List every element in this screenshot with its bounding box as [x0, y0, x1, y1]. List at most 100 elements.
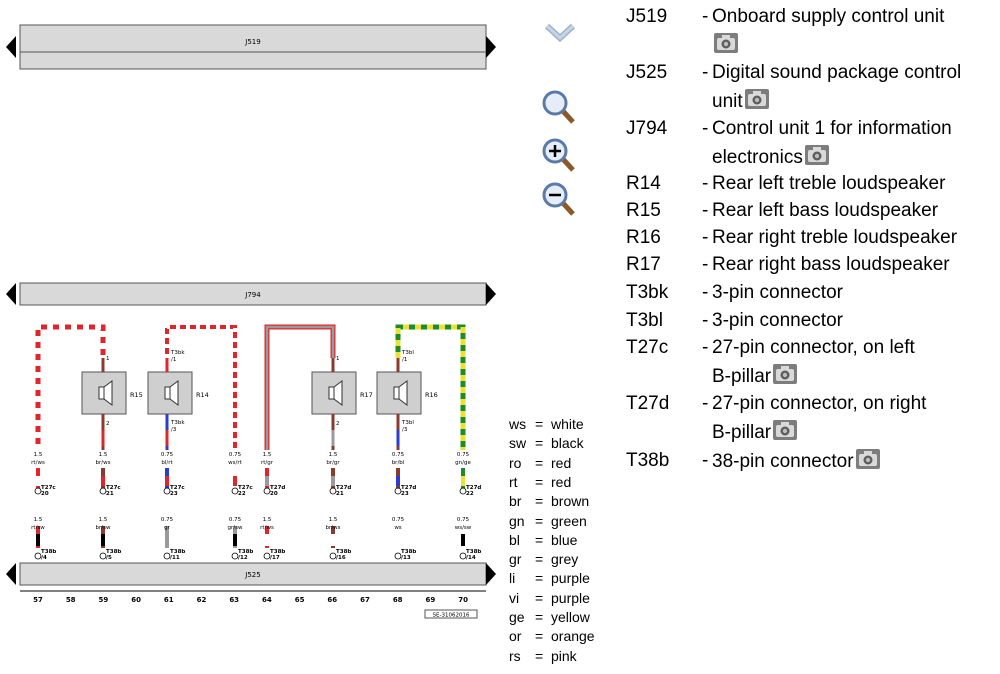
equals-sign: =: [535, 570, 544, 587]
scale-number: 60: [131, 596, 141, 604]
wire-color: rt/ws: [260, 525, 274, 531]
svg-text:/1: /1: [171, 357, 176, 363]
color-key-row: ge=yellow: [509, 608, 590, 627]
scroll-right-arrow[interactable]: [486, 283, 496, 305]
connector-label: T38b: [238, 549, 253, 555]
scale-number: 57: [33, 596, 43, 604]
color-key-row: rt=red: [509, 473, 571, 492]
scale-number: 62: [197, 596, 207, 604]
wire-color: rt/ws: [31, 460, 45, 466]
connector-label: T38b: [170, 549, 185, 555]
color-key-row: or=orange: [509, 627, 595, 646]
color-name: black: [551, 435, 584, 452]
color-name: green: [551, 512, 587, 529]
camera-icon[interactable]: [855, 448, 881, 470]
component-description: Rear right bass loudspeaker: [712, 254, 950, 275]
color-key-row: ws=white: [509, 415, 584, 434]
component-description: Rear right treble loudspeaker: [712, 227, 958, 248]
camera-icon[interactable]: [713, 32, 739, 54]
wire-size: 1.5: [263, 517, 272, 523]
color-name: yellow: [551, 609, 590, 625]
magnifier-icon[interactable]: [540, 88, 580, 128]
wire-size: 0.75: [229, 452, 242, 458]
component-description: Rear left treble loudspeaker: [712, 173, 946, 194]
color-abbr: gn: [509, 512, 525, 529]
color-abbr: rt: [509, 473, 518, 490]
speaker-label: R16: [425, 391, 438, 399]
scroll-right-arrow[interactable]: [486, 36, 496, 58]
legend-dash: -: [702, 62, 709, 83]
color-name: brown: [551, 493, 590, 510]
connector-label: T38b: [106, 549, 121, 555]
connector-pin: [163, 487, 171, 495]
wire-color: ws/sw: [455, 525, 472, 531]
scroll-left-arrow[interactable]: [6, 283, 16, 305]
svg-text:1: 1: [106, 356, 110, 362]
component-code: R15: [626, 200, 661, 221]
component-description-cont: B-pillar: [712, 419, 798, 446]
equals-sign: =: [535, 454, 544, 471]
connector-pin: [231, 487, 239, 495]
color-key-row: br=brown: [509, 492, 589, 511]
connector-label: T27d: [336, 485, 351, 491]
equals-sign: =: [535, 628, 544, 645]
camera-icon[interactable]: [744, 88, 770, 110]
scale-number: 64: [262, 596, 272, 604]
connector-pin-number: 20: [41, 491, 49, 497]
camera-icon[interactable]: [772, 419, 798, 441]
component-description: 3-pin connector: [712, 282, 843, 303]
scroll-right-arrow[interactable]: [486, 563, 496, 585]
color-name: white: [551, 416, 584, 432]
scale-number: 69: [426, 596, 436, 604]
equals-sign: =: [535, 589, 544, 606]
svg-text:2: 2: [336, 421, 340, 427]
connector-pin-number: 21: [336, 491, 344, 497]
svg-text:T3bk: T3bk: [170, 420, 185, 426]
connector-label: T27d: [401, 485, 416, 491]
zoom-out-icon[interactable]: [540, 180, 580, 220]
color-abbr: sw: [509, 435, 527, 452]
connector-pin-number: /17: [270, 555, 280, 561]
zoom-in-icon[interactable]: [540, 136, 580, 176]
connector-pin: [34, 487, 42, 495]
connector-label: T27c: [106, 485, 121, 491]
scroll-left-arrow[interactable]: [6, 563, 16, 585]
connector-pin: [263, 487, 271, 495]
svg-text:SE-31062016: SE-31062016: [433, 613, 470, 619]
connector-pin-number: 23: [170, 491, 178, 497]
component-description: 27-pin connector, on left: [712, 337, 915, 358]
color-name: red: [551, 473, 572, 490]
color-key-row: gn=green: [509, 512, 587, 531]
color-name: grey: [551, 551, 579, 568]
legend-dash: -: [702, 337, 709, 358]
color-key-row: bl=blue: [509, 531, 577, 550]
scroll-left-arrow[interactable]: [6, 36, 16, 58]
equals-sign: =: [535, 435, 544, 452]
component-code: T3bk: [626, 282, 669, 303]
color-key-row: li=purple: [509, 569, 590, 588]
component-code: T27d: [626, 393, 670, 414]
component-code: J519: [626, 6, 668, 27]
wire-color: rt/gr: [261, 460, 274, 466]
connector-label: T27c: [170, 485, 185, 491]
svg-text:2: 2: [106, 421, 110, 427]
color-key-row: vi=purple: [509, 589, 590, 608]
camera-icon[interactable]: [804, 144, 830, 166]
svg-text:1: 1: [336, 356, 340, 362]
component-description: Digital sound package control: [712, 62, 962, 83]
svg-text:T3bl: T3bl: [401, 420, 414, 426]
j794-label: J794: [244, 291, 261, 299]
color-abbr: ge: [509, 609, 525, 625]
connector-pin: [459, 487, 467, 495]
connector-pin-number: 21: [106, 491, 114, 497]
wire-color: rt/sw: [31, 525, 45, 531]
chevron-down-icon[interactable]: [540, 12, 580, 52]
wire-size: 0.75: [161, 517, 174, 523]
camera-icon[interactable]: [772, 363, 798, 385]
scale-number: 70: [458, 596, 468, 604]
wire-size: 1.5: [99, 452, 108, 458]
j525-bar: J525: [6, 562, 496, 586]
